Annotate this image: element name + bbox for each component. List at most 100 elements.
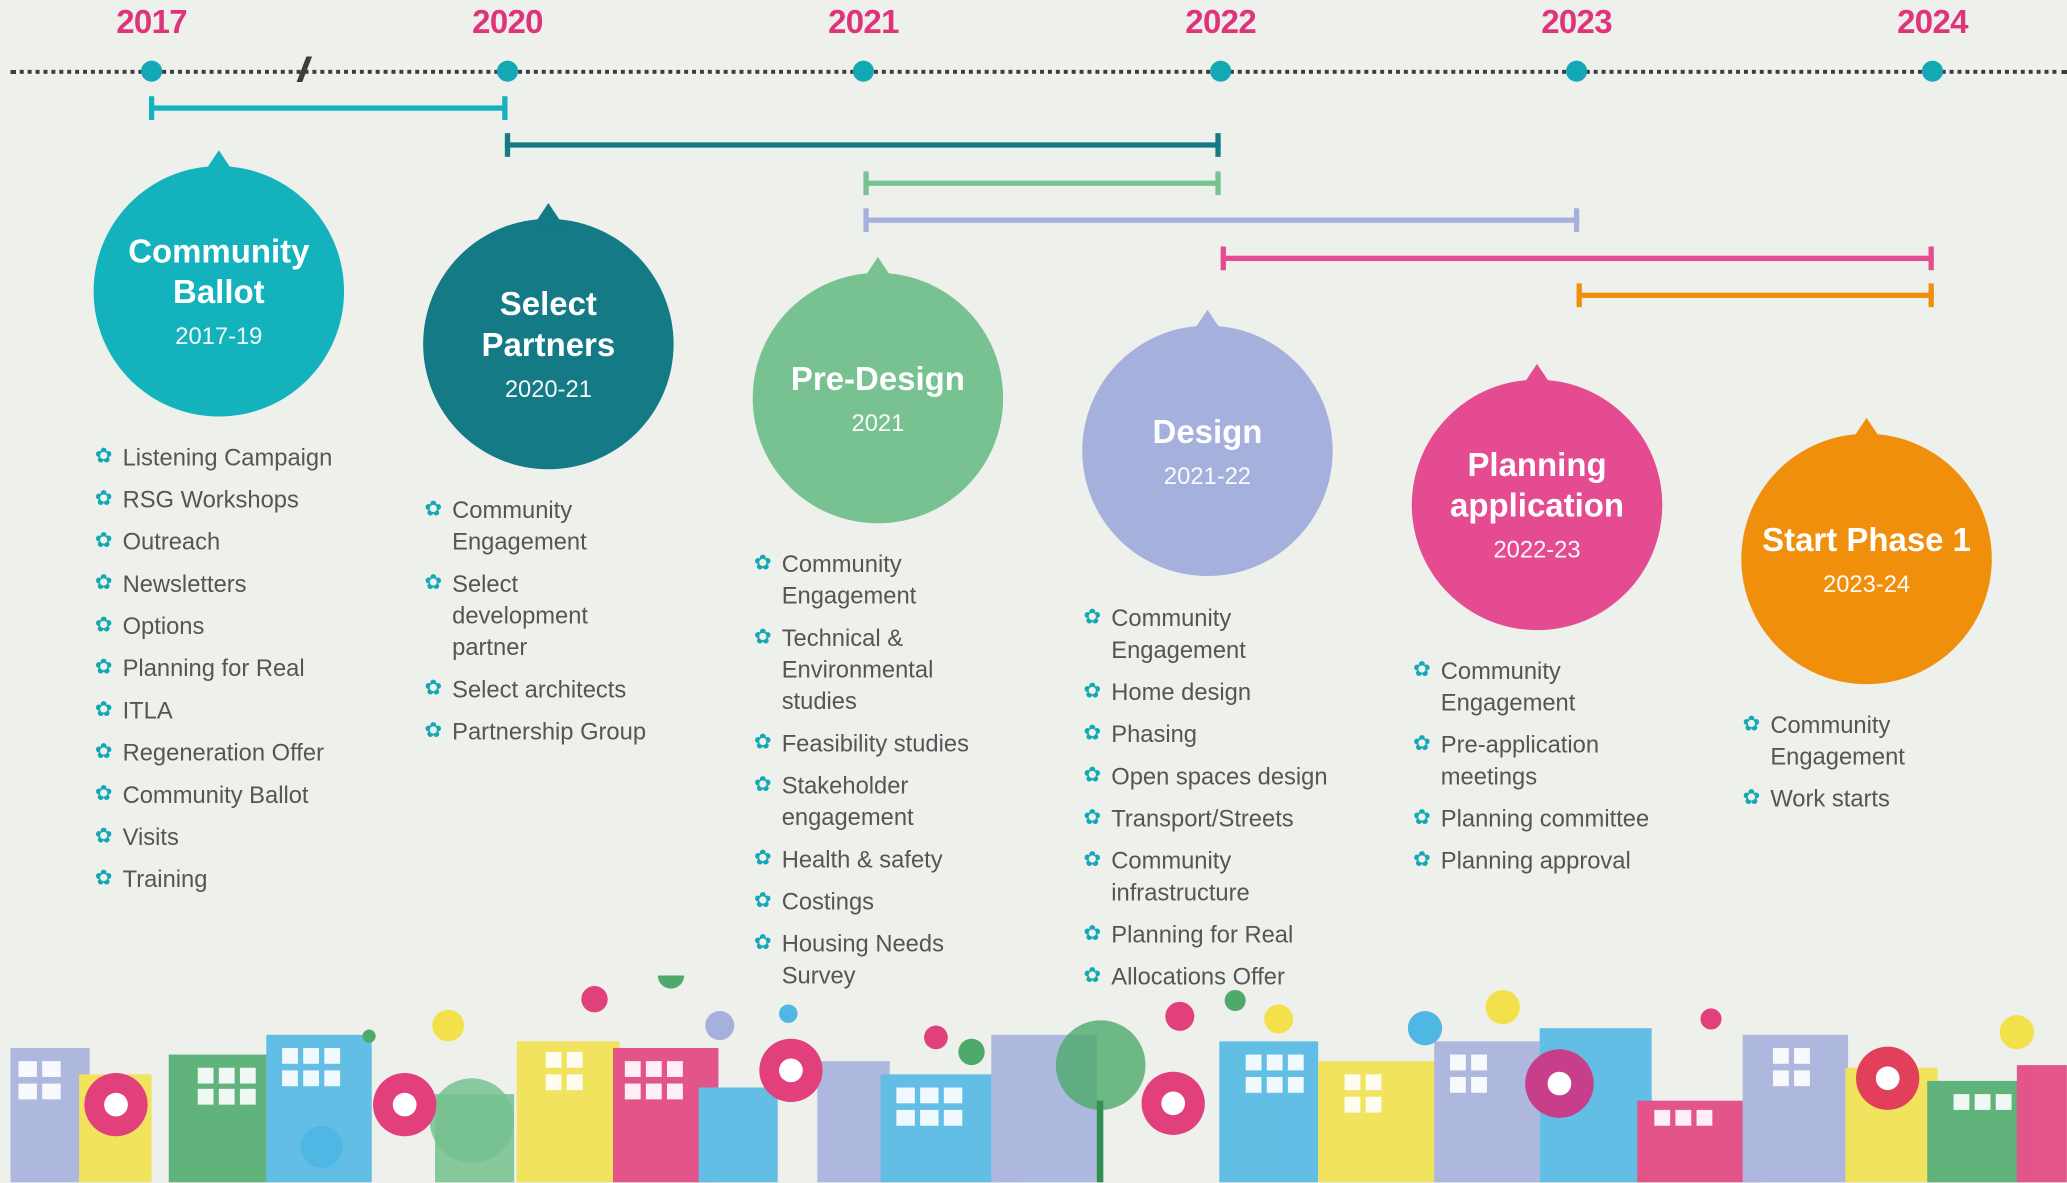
timeline-marker-2022 (1210, 60, 1232, 82)
flower-bullet-icon: ✿ (754, 731, 772, 755)
activity-label: Select architects (452, 676, 627, 703)
timeline-marker-2020 (496, 60, 519, 82)
decor-dot (1700, 1008, 1722, 1030)
timeline-break-mark: // (297, 50, 311, 90)
building-window (667, 1083, 683, 1100)
activity-label: Open spaces design (1111, 763, 1328, 790)
building (817, 1061, 890, 1183)
activity-list-select-partners: ✿ Community Engagement ✿ Select development… (424, 494, 655, 758)
activity-label: RSG Workshops (122, 486, 299, 513)
flower-bullet-icon: ✿ (1083, 722, 1102, 745)
building-window (1654, 1109, 1671, 1126)
building-window (197, 1088, 214, 1105)
building-window (1794, 1070, 1810, 1087)
decor-dot (1999, 1015, 2034, 1050)
flower-bullet-icon: ✿ (94, 445, 113, 468)
activity-label: Transport/Streets (1111, 805, 1294, 832)
flower-center (779, 1058, 803, 1083)
phase-years: 2023-24 (1823, 570, 1911, 597)
phase-years: 2021-22 (1163, 462, 1252, 489)
activity-label: Planning for Real (1111, 921, 1294, 948)
activity-label: Training (122, 866, 208, 893)
flower-bullet-icon: ✿ (424, 572, 443, 595)
building-window (1365, 1096, 1382, 1113)
timeline-marker-2021 (852, 60, 874, 82)
activity-label: Housing Needs Survey (781, 930, 944, 989)
phase-bubble-community-ballot: Community Ballot 2017-19 (93, 150, 345, 417)
activity-item: ✿Community infrastructure (1084, 845, 1354, 908)
activity-item: ✿Costings (754, 886, 991, 918)
flower-bullet-icon: ✿ (1083, 922, 1102, 946)
flower-bullet-icon: ✿ (1413, 848, 1431, 872)
building-window (1450, 1054, 1466, 1071)
decor-dot (1407, 1011, 1443, 1046)
phase-years: 2021 (851, 409, 905, 436)
activity-item: ✿Phasing (1084, 718, 1354, 750)
activity-label: Technical & Environmental studies (781, 624, 934, 715)
building-window (1772, 1047, 1789, 1064)
flower-bullet-icon: ✿ (754, 931, 772, 955)
activity-label: Community Engagement (452, 496, 587, 555)
building-window (42, 1061, 61, 1077)
activity-label: Select development partner (452, 570, 589, 661)
activity-label: ITLA (122, 697, 173, 724)
activity-label: Listening Campaign (122, 444, 333, 471)
building-window (545, 1051, 562, 1068)
activity-item: ✿ITLA (95, 695, 398, 727)
activity-label: Community Engagement (1111, 605, 1246, 664)
activity-item: ✿ Planning for Real (1084, 919, 1354, 951)
building-window (218, 1067, 235, 1084)
activity-item: ✿Planning approval (1413, 845, 1650, 877)
building-window (239, 1088, 256, 1105)
building-window (645, 1061, 662, 1077)
activity-label: Visits (122, 823, 179, 851)
building (2016, 1065, 2067, 1183)
tree-canopy (1055, 1020, 1146, 1110)
building-window (624, 1083, 641, 1100)
building-window (566, 1051, 583, 1068)
building-window (1772, 1070, 1789, 1087)
flower-bullet-icon: ✿ (94, 740, 113, 764)
flower-bullet-icon: ✿ (94, 867, 113, 890)
activity-item: ✿ Technical & Environmental studies (754, 622, 991, 717)
activity-item: ✿ Feasibility studies (754, 728, 991, 760)
activity-item: ✿Open spaces design (1084, 761, 1354, 793)
decor-dot (1485, 989, 1520, 1025)
activity-item: ✿Transport/Streets (1084, 803, 1354, 835)
flower-bullet-icon: ✿ (1742, 713, 1761, 736)
building-window (1344, 1074, 1361, 1091)
activity-label: Community Engagement (781, 551, 917, 610)
phase-bubble-select-partners: Select Partners 2020-21 (423, 203, 674, 470)
activity-item: ✿Pre-application meetings (1413, 729, 1650, 792)
building-window (920, 1087, 939, 1104)
flower-bullet-icon: ✿ (94, 487, 113, 511)
activity-list-planning-application: ✿Community Engagement✿Pre-application me… (1413, 655, 1650, 887)
tree-trunk (1096, 1100, 1104, 1183)
flower-bullet-icon: ✿ (754, 626, 772, 649)
phase-title: Select Partners (481, 286, 616, 364)
activity-item: ✿Community Ballot (95, 779, 398, 811)
flower-bullet-icon: ✿ (1083, 964, 1102, 988)
building-window (18, 1083, 37, 1100)
building-window (239, 1067, 256, 1084)
activity-item: ✿Health & safety (754, 844, 991, 876)
flower-bullet-icon: ✿ (424, 498, 443, 521)
timeline-marker-2024 (1921, 60, 1944, 82)
building-window (1287, 1076, 1304, 1093)
building-window (1675, 1109, 1692, 1126)
building-window (1794, 1047, 1810, 1064)
activity-item: ✿ RSG Workshops (95, 484, 398, 516)
activity-label: Feasibility studies (781, 730, 969, 757)
activity-item: ✿Options (95, 610, 398, 642)
activity-list-design: ✿Community Engagement✿Home design✿Phasin… (1084, 602, 1354, 1003)
activity-item: ✿Work starts (1743, 783, 1941, 815)
activity-label: Allocations Offer (1111, 963, 1285, 990)
activity-item: ✿ Housing Needs Survey (754, 928, 991, 991)
flower-center (1875, 1066, 1900, 1091)
building-window (282, 1047, 298, 1064)
building-window (18, 1061, 37, 1077)
flower-bullet-icon: ✿ (94, 656, 113, 679)
building-window (1471, 1054, 1487, 1071)
flower-bullet-icon: ✿ (1083, 848, 1102, 872)
phase-bubble-pre-design: Pre-Design 2021 (752, 257, 1004, 524)
